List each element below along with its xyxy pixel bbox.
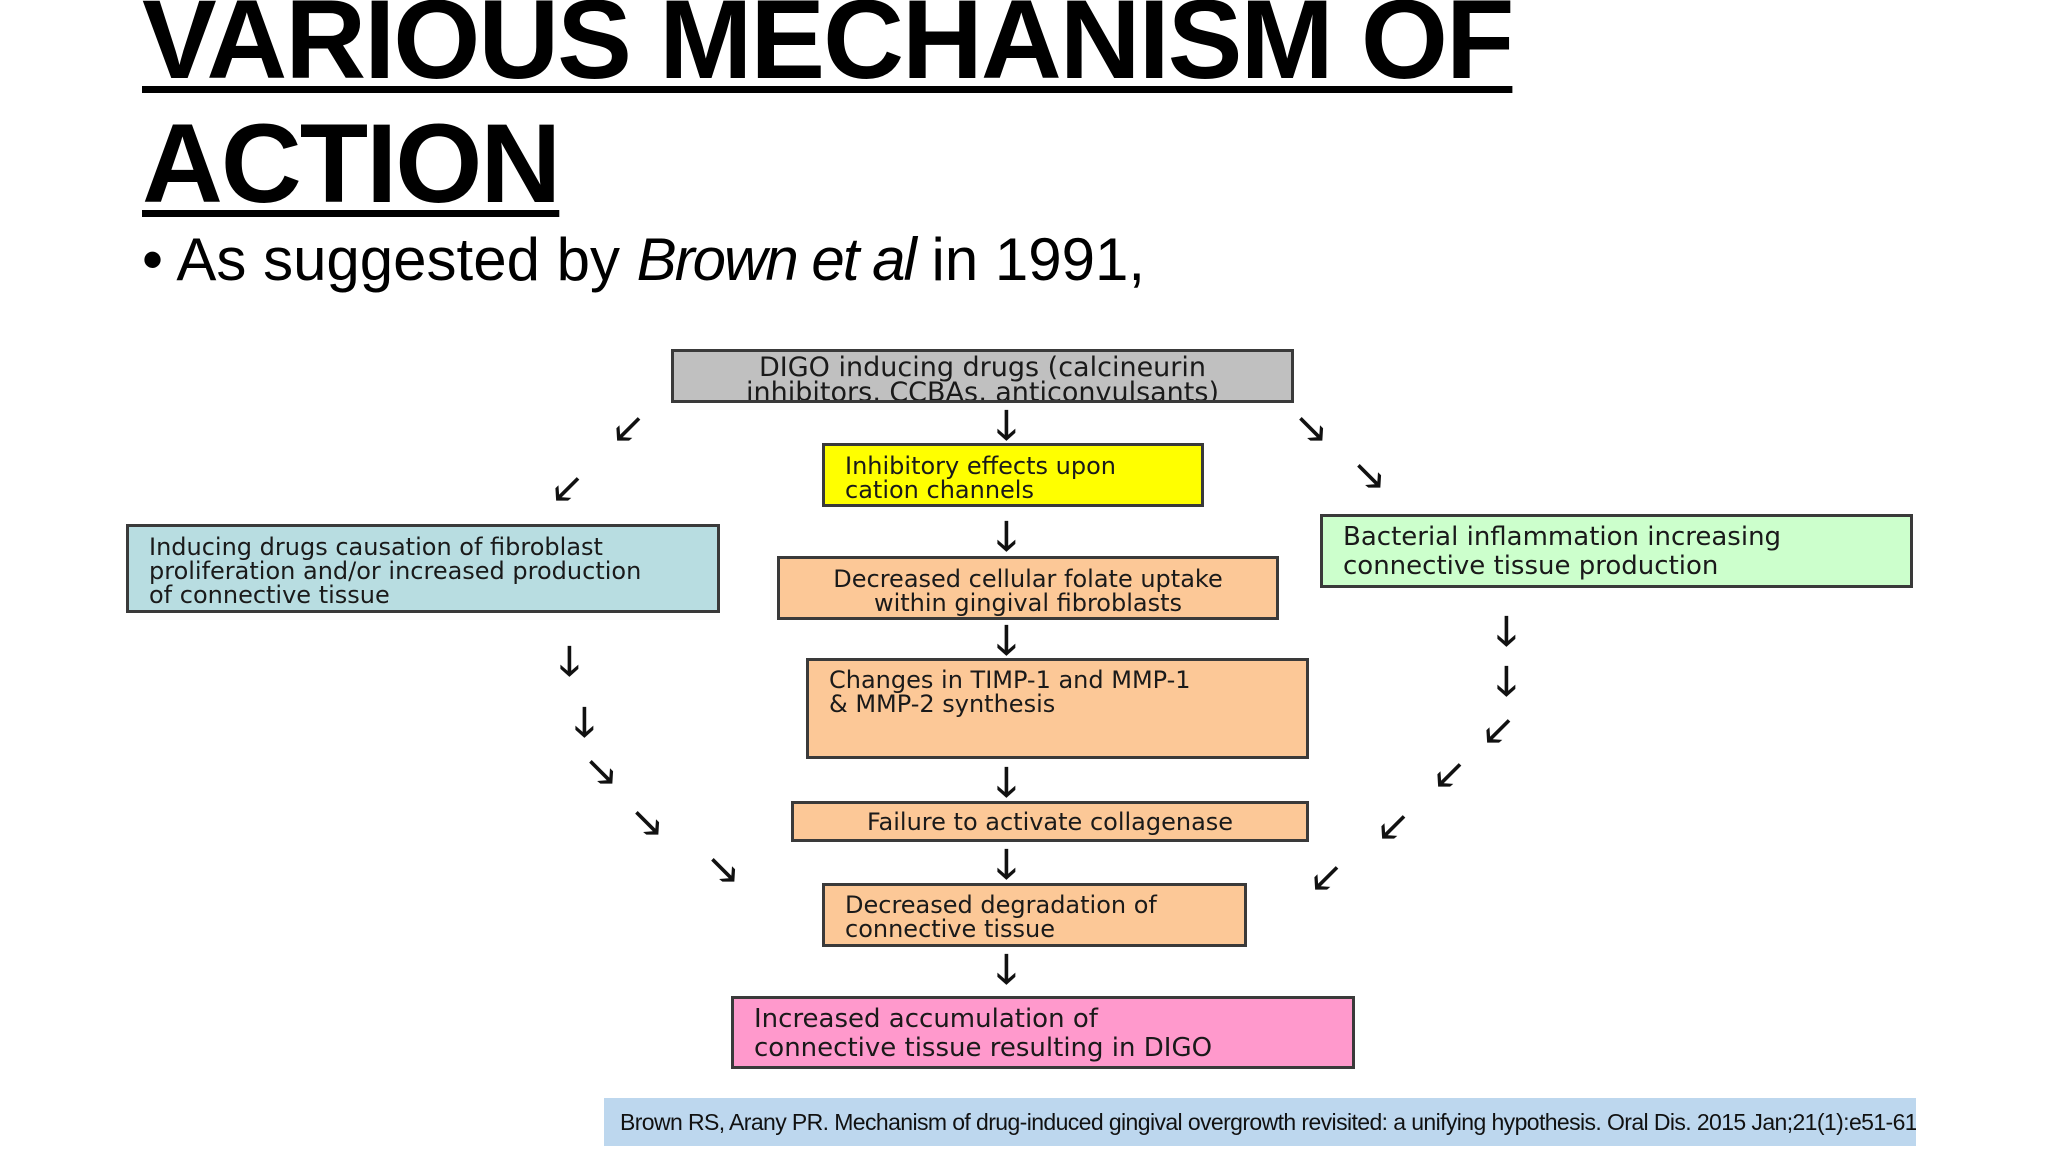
arrow-down-right-icon: 🡖 — [710, 848, 737, 894]
arrow-down-icon: 🡓 — [996, 842, 1017, 888]
arrow-down-left-icon: 🡗 — [1436, 753, 1463, 799]
subtitle: • As suggested by Brown et al in 1991, — [142, 224, 1145, 296]
arrow-down-right-icon: 🡖 — [1356, 454, 1383, 500]
arrow-down-icon: 🡓 — [1496, 609, 1517, 655]
arrow-down-left-icon: 🡗 — [615, 407, 642, 453]
box-decreased-degradation: Decreased degradation of connective tiss… — [822, 883, 1247, 947]
arrow-down-icon: 🡓 — [559, 639, 580, 685]
box-bacterial-inflammation: Bacterial inflammation increasing connec… — [1320, 514, 1913, 588]
arrow-down-right-icon: 🡖 — [634, 801, 661, 847]
box-fibroblast-proliferation: Inducing drugs causation of fibroblast p… — [126, 524, 720, 613]
box-increased-accumulation: Increased accumulation of connective tis… — [731, 996, 1355, 1069]
subtitle-authors: Brown et al — [636, 226, 917, 293]
box-digo-inducing-drugs: DIGO inducing drugs (calcineurin inhibit… — [671, 349, 1294, 403]
bullet: • — [142, 226, 164, 293]
subtitle-post: in 1991, — [914, 226, 1146, 293]
citation: Brown RS, Arany PR. Mechanism of drug-in… — [604, 1098, 1916, 1146]
arrow-down-right-icon: 🡖 — [1298, 407, 1325, 453]
arrow-down-icon: 🡓 — [996, 403, 1017, 449]
arrow-down-icon: 🡓 — [574, 700, 595, 746]
box-decreased-folate-uptake: Decreased cellular folate uptake within … — [777, 556, 1279, 620]
arrow-down-icon: 🡓 — [996, 514, 1017, 560]
arrow-down-icon: 🡓 — [996, 760, 1017, 806]
slide-title: VARIOUS MECHANISM OF ACTION — [142, 0, 1514, 226]
box-timp-mmp-changes: Changes in TIMP-1 and MMP-1 & MMP-2 synt… — [806, 658, 1309, 759]
box-collagenase-failure: Failure to activate collagenase — [791, 801, 1309, 842]
box-cation-channels: Inhibitory effects upon cation channels — [822, 443, 1204, 507]
arrow-down-left-icon: 🡗 — [554, 467, 581, 513]
arrow-down-icon: 🡓 — [1496, 659, 1517, 705]
arrow-down-left-icon: 🡗 — [1380, 805, 1407, 851]
arrow-down-icon: 🡓 — [996, 618, 1017, 664]
subtitle-pre: As suggested by — [176, 226, 637, 293]
arrow-down-left-icon: 🡗 — [1485, 709, 1512, 755]
arrow-down-left-icon: 🡗 — [1313, 856, 1340, 902]
arrow-down-right-icon: 🡖 — [588, 750, 615, 796]
arrow-down-icon: 🡓 — [996, 947, 1017, 993]
